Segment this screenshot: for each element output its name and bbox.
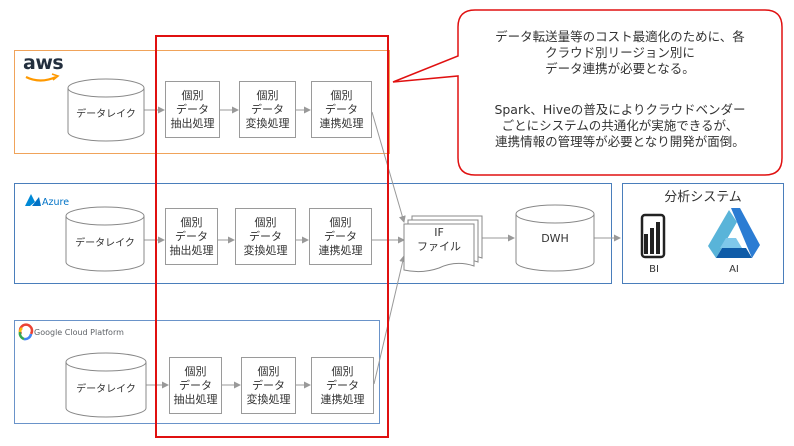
azure-data-lake-label: データレイク [75,238,135,249]
azure-logo-text: Azure [42,197,70,208]
gcp-transform-step: 個別 データ 変換処理 [241,357,296,414]
callout-paragraph-2: Spark、Hiveの普及によりクラウドベンダー ごとにシステムの共通化が実施で… [494,102,746,149]
aws-transform-step: 個別 データ 変換処理 [239,81,296,138]
aws-link-step: 個別 データ 連携処理 [311,81,372,138]
aws-data-lake-label: データレイク [76,109,136,120]
gcp-link-step: 個別 データ 連携処理 [311,357,374,414]
if-file-documents [403,215,483,273]
aws-data-lake [67,78,145,142]
aws-extract-step: 個別 データ 抽出処理 [165,81,220,138]
analysis-system-title: 分析システム [664,190,742,205]
if-file-label-line2: ファイル [417,240,461,253]
dwh-label: DWH [541,232,569,245]
azure-ml-icon [708,208,760,258]
google-cloud-logo-icon [18,323,34,341]
aws-logo [25,73,60,82]
gcp-section [14,320,380,424]
gcp-to-if-arrow [373,255,407,385]
callout-bubble [392,9,783,176]
dwh-database [515,204,595,272]
power-bi-icon [640,213,666,259]
callout-paragraph-1: データ転送量等のコスト最適化のために、各 クラウド別リージョン別に データ連携が… [495,29,745,76]
azure-section [14,183,612,284]
azure-logo-icon [25,194,41,206]
if-file-label: IF ファイル [404,226,474,254]
azure-link-step: 個別 データ 連携処理 [309,208,372,265]
bi-label: BI [649,264,659,275]
azure-extract-step: 個別 データ 抽出処理 [165,208,218,265]
gcp-data-lake-label: データレイク [76,384,136,395]
azure-data-lake [65,206,145,272]
analysis-section [622,183,784,284]
if-file-label-line1: IF [434,226,444,239]
gcp-extract-step: 個別 データ 抽出処理 [169,357,222,414]
gcp-data-lake [65,352,147,418]
individual-processing-highlight [155,35,389,438]
ai-label: AI [729,264,739,275]
gcp-logo-text: Google Cloud Platform [34,328,124,337]
aws-section [14,50,390,154]
aws-logo-text: aws [23,52,64,74]
azure-transform-step: 個別 データ 変換処理 [235,208,296,265]
